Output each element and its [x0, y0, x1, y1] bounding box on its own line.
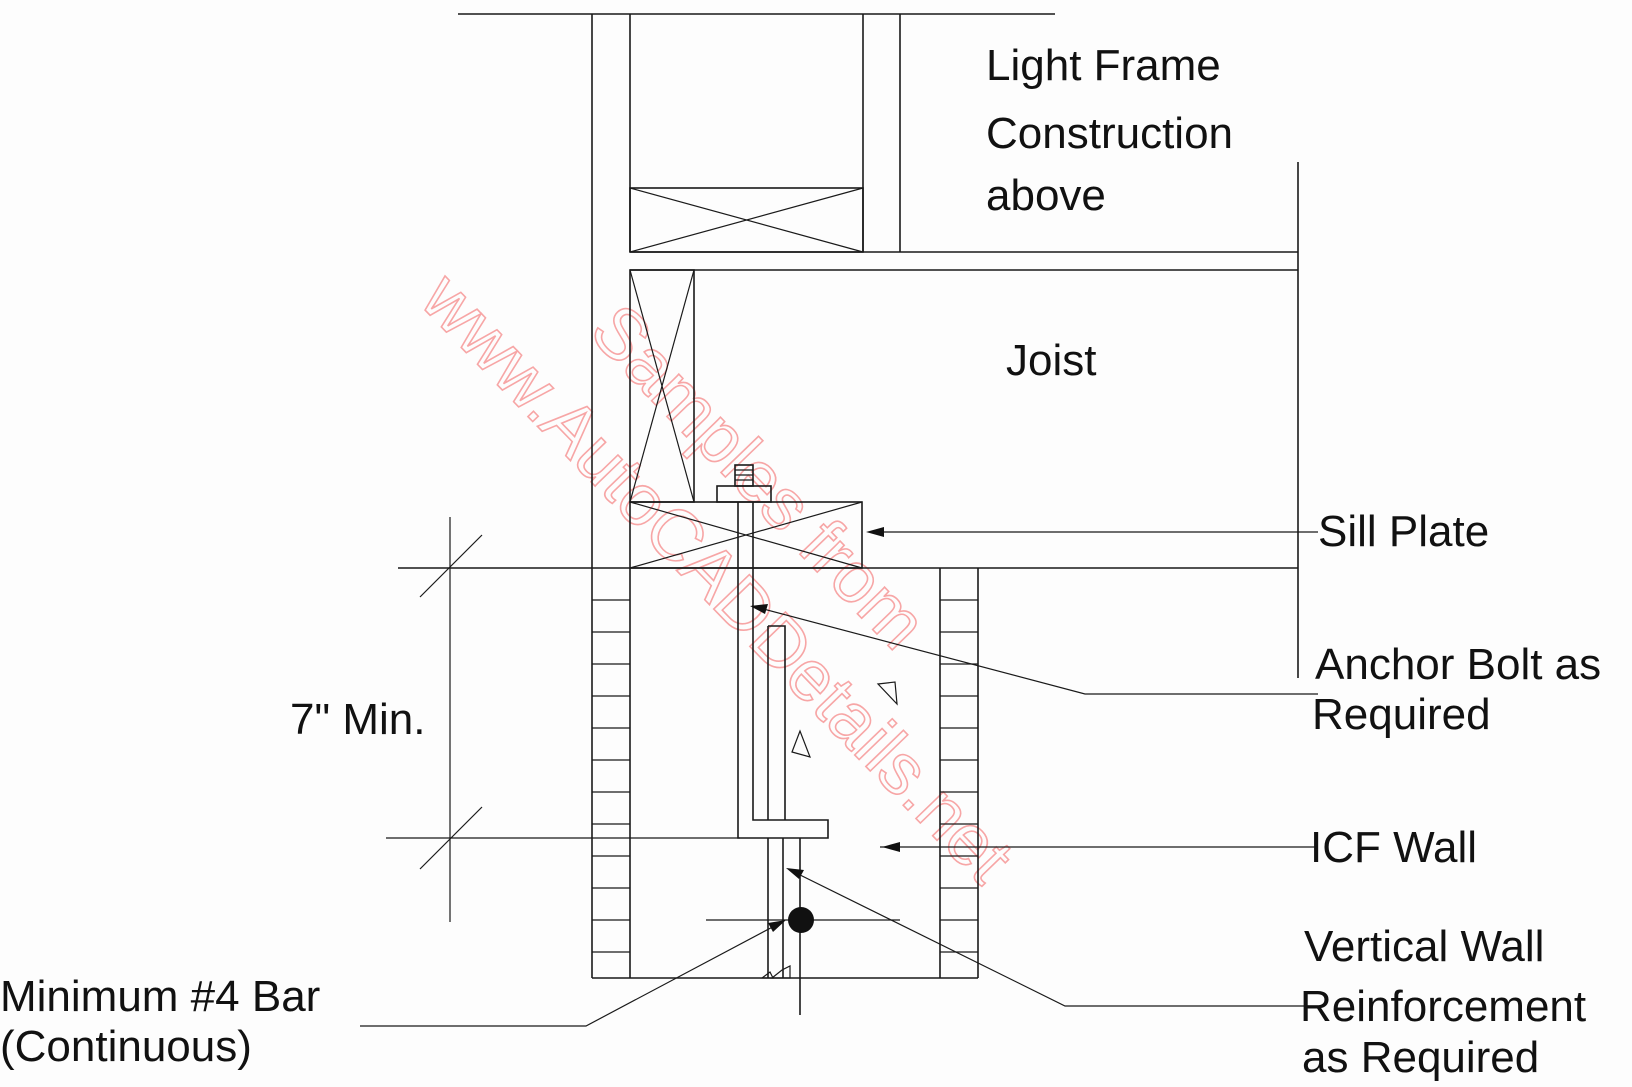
- label-anchor-bolt-2: Required: [1312, 690, 1491, 739]
- label-joist: Joist: [1006, 336, 1096, 385]
- label-light-frame-1: Light Frame: [986, 41, 1221, 90]
- label-light-frame-2: Construction: [986, 109, 1233, 158]
- label-vertical-3: as Required: [1302, 1033, 1539, 1082]
- label-light-frame-3: above: [986, 171, 1106, 220]
- foam-ticks-left: [592, 599, 630, 953]
- label-bar-2: (Continuous): [0, 1022, 252, 1071]
- label-vertical-2: Reinforcement: [1300, 982, 1586, 1031]
- floor-sheathing: [630, 162, 1299, 678]
- label-bar-1: Minimum #4 Bar: [0, 972, 320, 1021]
- label-vertical-1: Vertical Wall: [1304, 922, 1544, 971]
- rebar-dot: [788, 907, 814, 933]
- leaders: [360, 527, 1318, 1027]
- dimension-7-min: [386, 517, 740, 922]
- callout-labels: Light Frame Construction above Joist Sil…: [0, 41, 1601, 1082]
- icf-wall: [591, 568, 979, 979]
- rim-joist: [629, 269, 695, 503]
- anchor-bolt: [706, 464, 900, 1015]
- watermark-line2: www.AutoCADDetails.net: [406, 257, 1029, 898]
- label-dimension: 7" Min.: [290, 695, 425, 744]
- label-anchor-bolt-1: Anchor Bolt as: [1315, 640, 1601, 689]
- label-icf-wall: ICF Wall: [1310, 823, 1477, 872]
- label-sill-plate: Sill Plate: [1318, 507, 1489, 556]
- blocking: [629, 187, 864, 253]
